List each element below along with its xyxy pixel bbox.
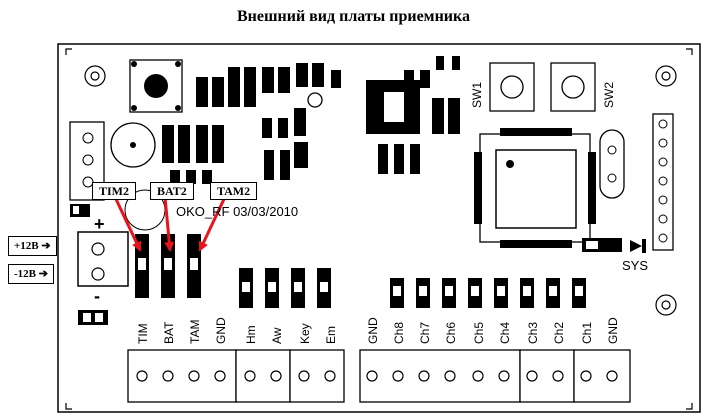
terminal-label-tam: TAM (188, 319, 202, 344)
terminal-label-aw: Aw (270, 327, 284, 344)
sys-label: SYS (622, 258, 649, 273)
terminal-label-tim: TIM (136, 323, 150, 344)
terminal-block (127, 349, 631, 403)
callout-tim2: TIM2 (92, 182, 136, 200)
callout-tam2: TAM2 (210, 182, 258, 200)
terminal-label-bat: BAT (162, 321, 176, 344)
terminal-label-ch6: Ch6 (444, 321, 458, 344)
minus-sign: - (94, 286, 100, 306)
label-plus12v-text: +12В (14, 240, 39, 252)
terminal-label-ch8: Ch8 (392, 321, 406, 344)
board-id-label: OKO_RF 03/03/2010 (176, 204, 299, 219)
arrow-right-icon: ➔ (38, 268, 48, 280)
callout-bat2: BAT2 (150, 182, 194, 200)
label-minus12v: -12В ➔ (8, 264, 54, 284)
sw2-label: SW2 (602, 81, 616, 108)
corner-marks (65, 48, 693, 410)
terminal-label-ch7: Ch7 (418, 321, 432, 344)
terminal-label-ch3: Ch3 (526, 321, 540, 344)
terminal-label-ch5: Ch5 (472, 321, 486, 344)
terminal-label-key: Key (298, 323, 312, 344)
label-plus12v: +12В ➔ (8, 236, 57, 256)
jumper-left (78, 310, 108, 325)
plus-sign: + (94, 214, 105, 234)
terminal-label-ch1: Ch1 (580, 321, 594, 344)
terminal-label-hm: Hm (244, 325, 258, 344)
terminal-label-em: Em (324, 326, 338, 344)
arrow-right-icon: ➔ (41, 240, 51, 252)
led-row (135, 234, 586, 308)
terminal-label-ch4: Ch4 (498, 321, 512, 344)
page-title: Внешний вид платы приемника (237, 8, 470, 25)
crystal (599, 129, 625, 199)
terminal-label-gnd3: GND (606, 317, 620, 344)
terminal-label-gnd2: GND (366, 317, 380, 344)
terminal-label-gnd: GND (214, 317, 228, 344)
mounting-holes (84, 65, 677, 316)
terminal-label-ch2: Ch2 (552, 321, 566, 344)
terminal-holes (136, 370, 618, 382)
label-minus12v-text: -12В (14, 268, 36, 280)
sw1-label: SW1 (470, 81, 484, 108)
component-blocks (162, 56, 460, 184)
callout-arrows (113, 196, 227, 252)
